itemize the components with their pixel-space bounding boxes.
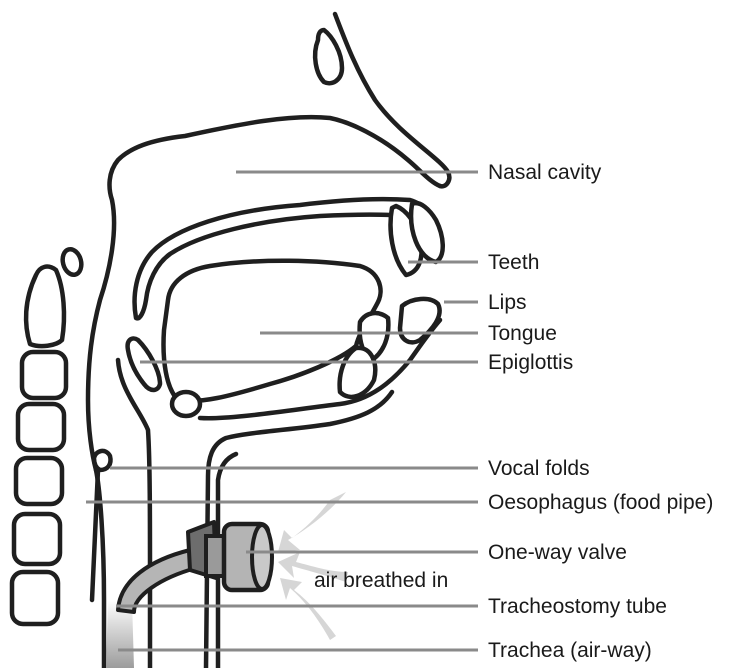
- hyoid: [172, 392, 200, 416]
- vertebra-5: [14, 514, 60, 564]
- vocal-fold-shape: [94, 451, 111, 470]
- vertebra-1: [26, 267, 64, 347]
- label-epiglottis: Epiglottis: [488, 352, 573, 373]
- label-one-way-valve: One-way valve: [488, 542, 627, 563]
- label-lips: Lips: [488, 292, 527, 313]
- lower-lip: [400, 299, 440, 342]
- one-way-valve-shape: [188, 522, 272, 590]
- epiglottis-shape: [128, 338, 160, 390]
- tracheostomy-tube-shape: [118, 550, 196, 612]
- label-air-breathed-in: air breathed in: [314, 570, 448, 591]
- label-tracheostomy-tube: Tracheostomy tube: [488, 596, 667, 617]
- label-teeth: Teeth: [488, 252, 539, 273]
- vertebra-4: [16, 458, 62, 504]
- vertebra-6: [12, 572, 58, 624]
- vertebra-3: [18, 404, 64, 450]
- label-vocal-folds: Vocal folds: [488, 458, 590, 479]
- label-trachea: Trachea (air-way): [488, 640, 652, 661]
- label-nasal-cavity: Nasal cavity: [488, 162, 601, 183]
- vertebra-2: [22, 352, 66, 398]
- nostril: [315, 30, 342, 83]
- vertebrae: [12, 247, 84, 624]
- label-tongue: Tongue: [488, 323, 557, 344]
- inner-airway-line: [92, 470, 98, 600]
- label-oesophagus: Oesophagus (food pipe): [488, 492, 713, 513]
- vertebra-process: [60, 247, 84, 277]
- nose-outline: [335, 14, 449, 186]
- air-arrows: [278, 492, 348, 640]
